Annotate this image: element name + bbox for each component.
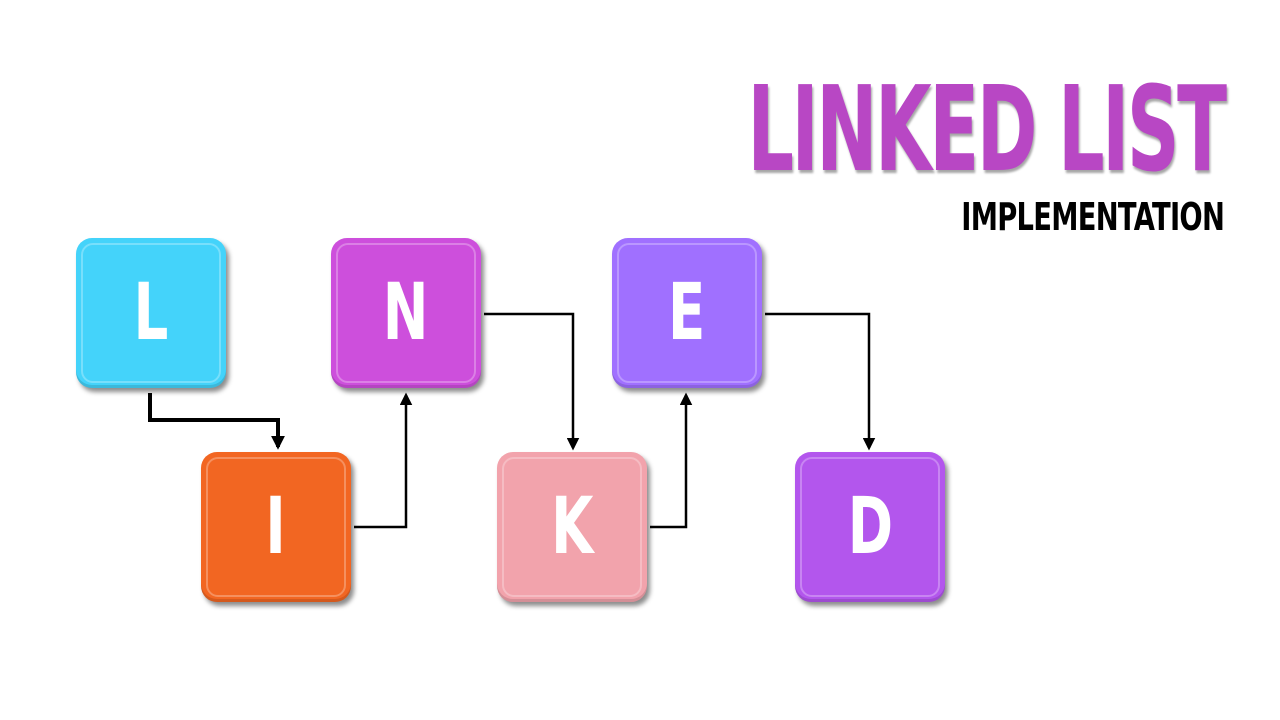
- link-k-to-e: [650, 392, 693, 529]
- node-i-label: I: [265, 482, 287, 572]
- node-n: N: [331, 238, 481, 388]
- node-e: E: [612, 238, 762, 388]
- node-i: I: [201, 452, 351, 602]
- node-k-label: K: [550, 482, 594, 572]
- link-l-to-i: [148, 393, 285, 450]
- link-n-to-k: [484, 312, 580, 451]
- node-l-label: L: [133, 268, 169, 358]
- node-n-label: N: [383, 268, 429, 358]
- node-e-label: E: [668, 268, 706, 358]
- link-e-to-d: [765, 312, 876, 451]
- node-d-label: D: [847, 482, 893, 572]
- node-l: L: [76, 238, 226, 388]
- page-subtitle: IMPLEMENTATION: [961, 195, 1225, 239]
- link-i-to-n: [354, 392, 413, 529]
- page-title: LINKED LIST: [746, 60, 1227, 198]
- node-k: K: [497, 452, 647, 602]
- node-d: D: [795, 452, 945, 602]
